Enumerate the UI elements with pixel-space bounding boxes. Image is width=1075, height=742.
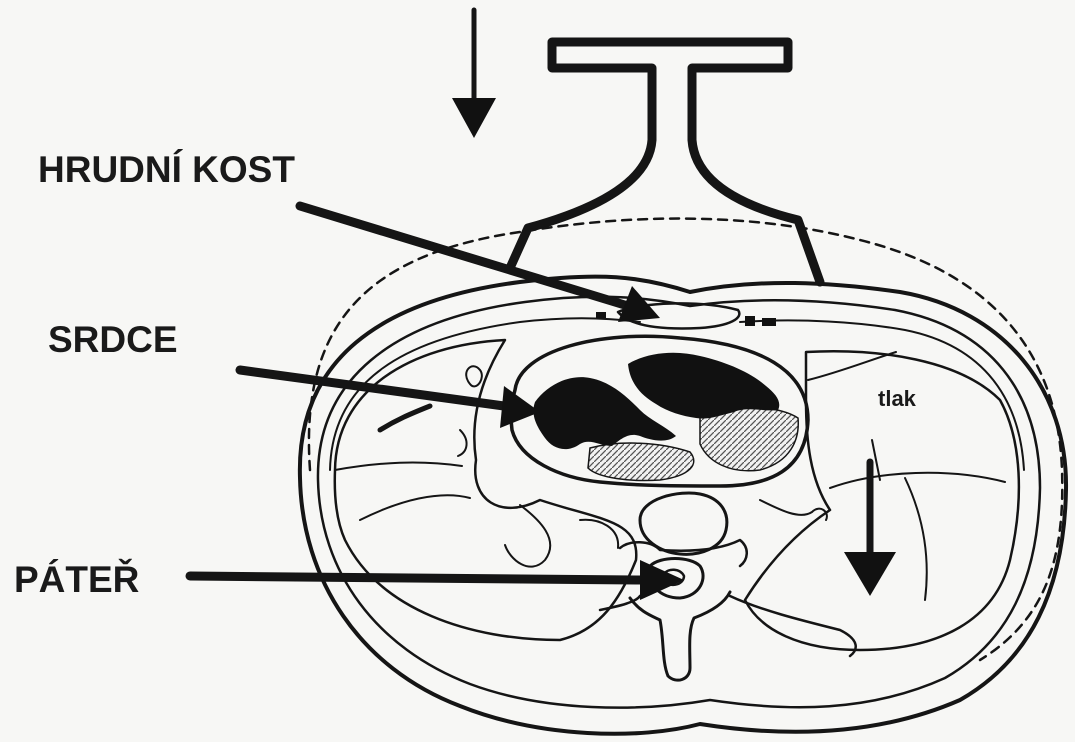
compression-arrow-top: [452, 10, 496, 138]
label-heart: SRDCE: [48, 319, 178, 360]
heart: [511, 336, 808, 486]
compression-plunger: [510, 42, 820, 282]
dashed-chest-outline: [309, 219, 1062, 660]
heart-hatched-chamber-left: [588, 443, 694, 480]
spine-vertebra: [600, 493, 856, 680]
pointer-arrow-spine: [190, 560, 684, 600]
pointer-arrow-heart: [240, 370, 540, 428]
heart-dark-chamber-right: [628, 353, 779, 419]
label-pressure: tlak: [878, 386, 917, 411]
label-spine: PÁTEŘ: [14, 558, 139, 600]
label-sternum: HRUDNÍ KOST: [38, 149, 295, 190]
